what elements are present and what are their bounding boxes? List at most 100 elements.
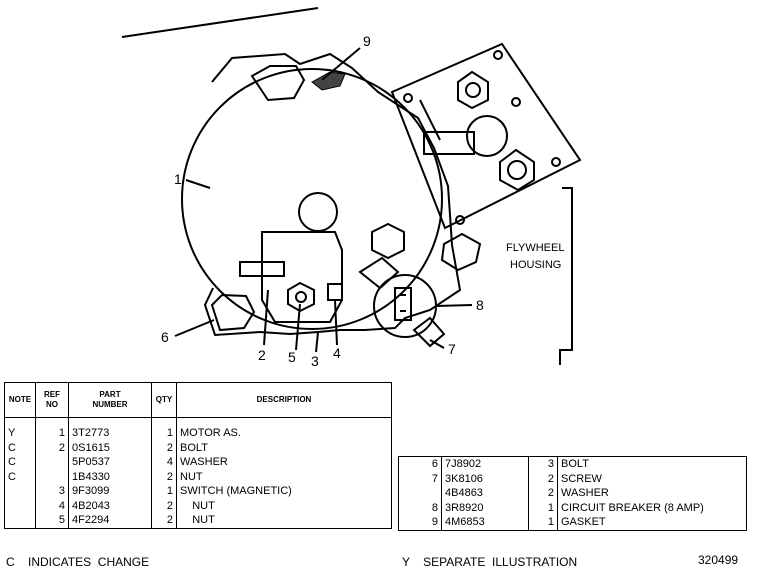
callout-2: 2 [258,347,266,363]
row-part-number: 4F2294 [68,513,152,529]
row-part-number: 4M6853 [441,515,529,530]
plate-cable [419,99,441,141]
row-qty: 2 [528,471,558,486]
row-ref: 6 [398,456,442,472]
plate-hex-bottom [499,148,535,192]
leader-3 [315,331,319,353]
row-part-number: 3K8106 [441,471,529,486]
row-note: C [4,455,36,470]
table-row: 4B4863 2 WASHER [398,486,747,501]
leader-8 [435,304,473,307]
table-row: C 1B4330 2 NUT [4,469,392,484]
table-row: 6 7J8902 3 BOLT [398,456,747,472]
row-qty: 1 [151,417,177,441]
callout-5: 5 [288,349,296,365]
switch-nut [287,281,315,313]
row-part-number: 3T2773 [68,417,152,441]
gasket-hatch [311,71,346,91]
row-description: WASHER [176,455,392,470]
row-qty: 2 [151,440,177,455]
plate-rivet-5 [455,215,465,225]
row-note: C [4,469,36,484]
row-qty: 2 [528,486,558,501]
mounting-flange [203,52,462,337]
row-ref: 2 [35,440,69,455]
housing-hole [298,192,338,232]
row-description: SWITCH (MAGNETIC) [176,484,392,499]
callout-7: 7 [448,341,456,357]
hex-bolt-left [210,293,256,332]
plate-rivet-3 [511,97,521,107]
table-row: 9 4M6853 1 GASKET [398,515,747,530]
flywheel-housing-edge [559,187,573,365]
callout-3: 3 [311,353,319,369]
row-qty: 3 [528,456,558,472]
header-ref-line-2: NO [46,400,58,409]
row-description: BOLT [176,440,392,455]
hex-nut-right-2 [440,232,482,272]
leader-7 [429,339,445,349]
row-qty: 1 [151,484,177,499]
plate-terminal [423,131,475,155]
header-part-line-1: PART [99,390,121,399]
header-part-number: PART NUMBER [68,382,152,418]
table-row: 3 9F3099 1 SWITCH (MAGNETIC) [4,484,392,499]
switch-nut-hole [295,291,307,303]
leader-5 [295,303,301,351]
row-part-number: 4B2043 [68,498,152,513]
callout-8: 8 [476,297,484,313]
row-description: NUT [176,513,392,529]
row-ref [35,469,69,484]
row-note [4,498,36,513]
row-qty: 4 [151,455,177,470]
table-row: Y 1 3T2773 1 MOTOR AS. [4,417,392,441]
row-ref [398,486,442,501]
header-note: NOTE [4,382,36,418]
plate-rivet-2 [493,50,503,60]
row-note [4,484,36,499]
row-part-number: 9F3099 [68,484,152,499]
table-row: C 5P0537 4 WASHER [4,455,392,470]
row-qty: 2 [151,469,177,484]
hex-bolt-top [250,65,306,102]
leader-6 [174,319,215,337]
plate-rivet [403,93,413,103]
row-part-number: 5P0537 [68,455,152,470]
row-qty: 1 [528,500,558,515]
header-part-line-2: NUMBER [92,400,128,409]
row-qty: 2 [151,498,177,513]
row-ref: 3 [35,484,69,499]
table-row: 7 3K8106 2 SCREW [398,471,747,486]
row-description: GASKET [557,515,747,530]
plate-hex-bottom-hole [507,160,527,180]
top-edge-line [121,7,319,38]
header-qty: QTY [151,382,177,418]
breaker-body [394,287,412,321]
header-description: DESCRIPTION [176,382,392,418]
table-row: 4 4B2043 2 NUT [4,498,392,513]
row-part-number: 4B4863 [441,486,529,501]
switch-post [327,283,343,301]
leader-2 [263,289,269,346]
callout-4: 4 [333,345,341,361]
flywheel-label-line-1: FLYWHEEL [506,242,564,254]
footer-illustration-note: Y SEPARATE ILLUSTRATION [402,555,578,569]
row-qty: 2 [151,513,177,529]
row-ref: 5 [35,513,69,529]
motor-housing [181,68,443,330]
row-description: BOLT [557,456,747,472]
row-ref [35,455,69,470]
row-ref: 7 [398,471,442,486]
callout-9: 9 [363,33,371,49]
support-plate [390,42,582,230]
row-ref: 4 [35,498,69,513]
row-note [4,513,36,529]
row-description: CIRCUIT BREAKER (8 AMP) [557,500,747,515]
row-part-number: 1B4330 [68,469,152,484]
row-ref: 9 [398,515,442,530]
row-note: C [4,440,36,455]
hex-nut-right [371,222,405,260]
row-part-number: 3R8920 [441,500,529,515]
callout-1: 1 [174,171,182,187]
